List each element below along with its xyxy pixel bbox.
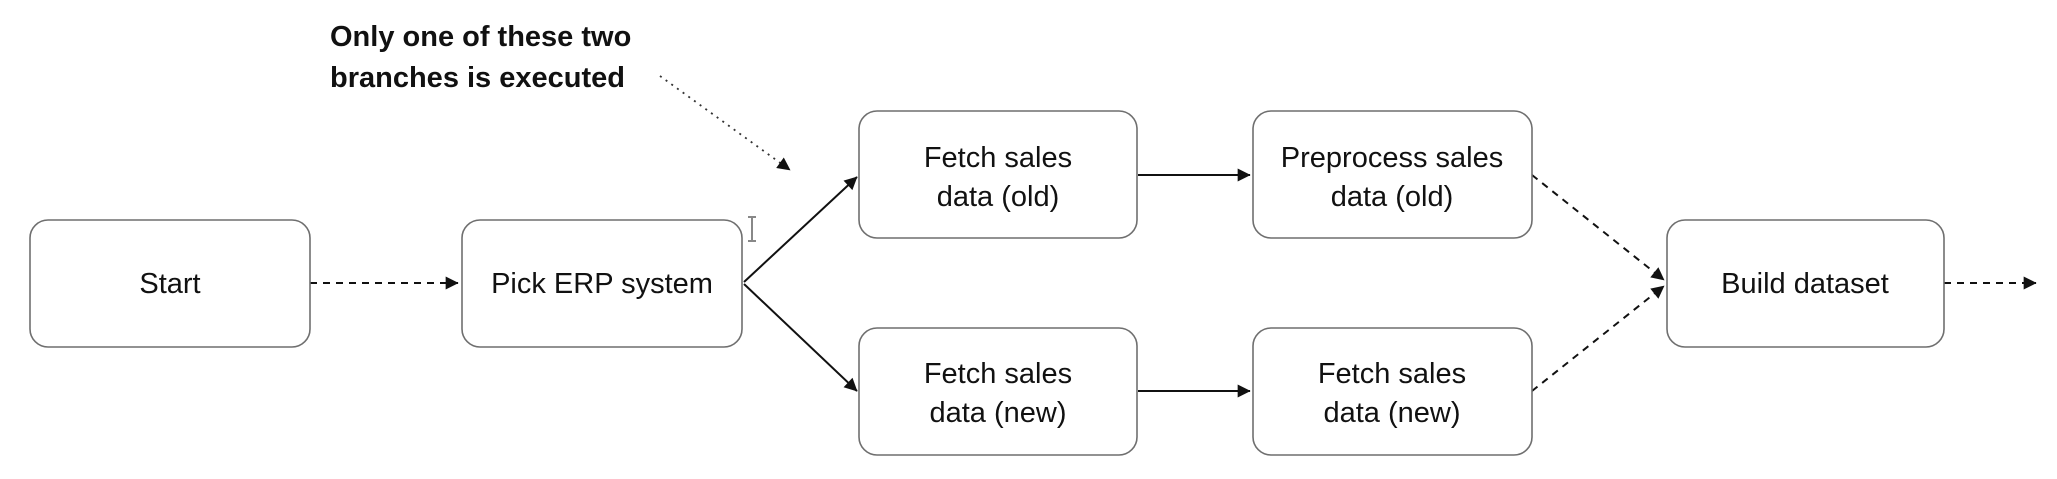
node-build-dataset-label: Build dataset: [1721, 268, 1889, 300]
node-fetch-sales-new-2-box: [1252, 327, 1533, 456]
branch-note: Only one of these two branches is execut…: [330, 21, 631, 94]
node-pick-erp-system: Pick ERP system: [461, 219, 743, 348]
node-start-box: [29, 219, 311, 348]
node-preprocess-sales-old: Preprocess sales data (old): [1252, 110, 1533, 239]
branch-note-line-1: Only one of these two: [330, 21, 631, 53]
text-cursor-icon: [748, 216, 756, 242]
node-build-dataset: Build dataset: [1666, 219, 1945, 348]
node-build-dataset-box: [1666, 219, 1945, 348]
node-fetch-sales-new-line-1: Fetch sales: [924, 358, 1072, 390]
edge-pick-erp-to-fetch-old: [743, 176, 858, 283]
edge-fetch-new-2-to-build-dataset: [1531, 285, 1665, 392]
edge-preprocess-old-to-build-dataset: [1531, 174, 1665, 281]
node-preprocess-sales-old-box: [1252, 110, 1533, 239]
node-fetch-sales-new-2-line-1: Fetch sales: [1318, 358, 1466, 390]
node-fetch-sales-new-box: [858, 327, 1138, 456]
note-pointer-arrow: [659, 75, 791, 171]
node-fetch-sales-new-2: Fetch sales data (new): [1252, 327, 1533, 456]
node-fetch-sales-old: Fetch sales data (old): [858, 110, 1138, 239]
node-fetch-sales-new-line-2: data (new): [929, 397, 1066, 429]
node-fetch-sales-old-line-2: data (old): [937, 181, 1060, 213]
node-preprocess-sales-old-line-2: data (old): [1331, 181, 1454, 213]
node-pick-erp-system-box: [461, 219, 743, 348]
node-pick-erp-system-label: Pick ERP system: [491, 268, 713, 300]
edge-pick-erp-to-fetch-new: [743, 283, 858, 392]
branch-note-line-2: branches is executed: [330, 62, 625, 94]
node-fetch-sales-old-box: [858, 110, 1138, 239]
node-fetch-sales-new: Fetch sales data (new): [858, 327, 1138, 456]
node-preprocess-sales-old-line-1: Preprocess sales: [1281, 142, 1503, 174]
node-fetch-sales-old-line-1: Fetch sales: [924, 142, 1072, 174]
node-start: Start: [29, 219, 311, 348]
node-start-label: Start: [139, 268, 200, 300]
node-fetch-sales-new-2-line-2: data (new): [1323, 397, 1460, 429]
